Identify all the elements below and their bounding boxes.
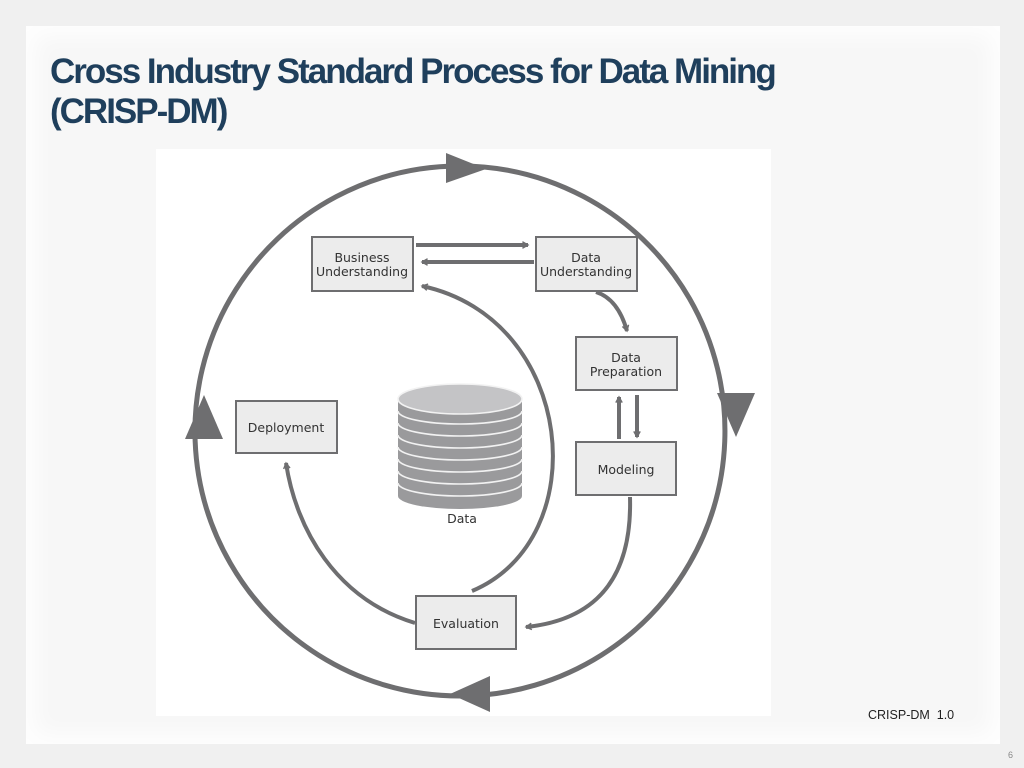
arrow-evaluation-to-business [420, 283, 555, 593]
node-business-understanding: Business Understanding [311, 236, 414, 292]
outer-cycle-arrowhead-left [185, 395, 223, 439]
node-data-understanding-line-2: Understanding [540, 264, 632, 279]
node-evaluation: Evaluation [415, 595, 517, 650]
slide-title-line-1: Cross Industry Standard Process for Data… [50, 52, 777, 91]
crisp-dm-diagram: Data Business Understanding Data Underst… [156, 149, 771, 716]
crisp-dm-diagram-svg: Data Business Understanding Data Underst… [185, 153, 755, 712]
node-evaluation-label: Evaluation [433, 616, 499, 631]
node-business-understanding-line-2: Understanding [316, 264, 408, 279]
node-data-preparation: Data Preparation [575, 336, 678, 391]
data-label: Data [447, 511, 477, 526]
outer-cycle-arrowhead-top [446, 153, 486, 183]
outer-cycle-arrowhead-right [717, 393, 755, 437]
node-modeling-label: Modeling [598, 462, 655, 477]
version-label: CRISP-DM 1.0 [868, 708, 955, 722]
node-data-understanding-line-1: Data [571, 250, 601, 265]
node-data-preparation-line-1: Data [611, 350, 641, 365]
node-modeling: Modeling [575, 441, 677, 496]
arrow-evaluation-to-deployment [283, 461, 416, 625]
node-data-preparation-line-2: Preparation [590, 364, 662, 379]
database-icon [397, 383, 523, 509]
slide-title-line-2: (CRISP-DM) [50, 92, 228, 131]
node-business-understanding-line-1: Business [334, 250, 389, 265]
arrow-modeling-to-evaluation [524, 496, 633, 631]
node-deployment-label: Deployment [248, 420, 325, 435]
arrow-data-understanding-to-preparation [595, 290, 630, 333]
outer-cycle-arrowhead-bottom [450, 676, 490, 712]
node-deployment: Deployment [235, 400, 338, 454]
slide-title: Cross Industry Standard Process for Data… [50, 52, 950, 132]
page-number: 6 [1008, 750, 1014, 760]
node-data-understanding: Data Understanding [535, 236, 638, 292]
